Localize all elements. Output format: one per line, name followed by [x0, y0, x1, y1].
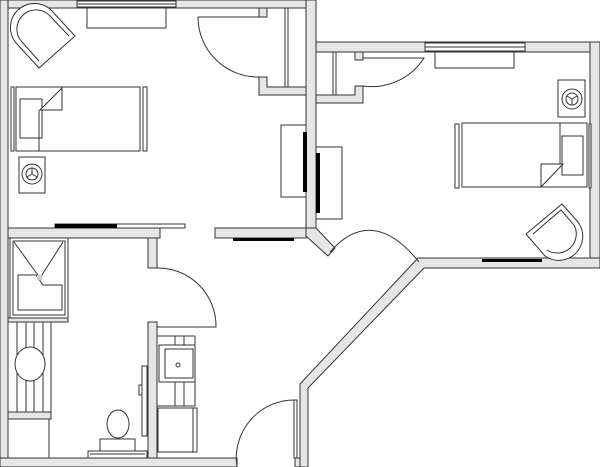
wall-bath-top-right: [214, 227, 307, 239]
window-left: [76, 0, 177, 8]
wardrobe-left: [280, 124, 307, 198]
vanity: [7, 321, 52, 413]
bed-left: [10, 86, 148, 152]
bed-right-fold: [540, 163, 565, 189]
closet-left-door[interactable]: [197, 16, 260, 78]
shower-drain-icon: [37, 275, 42, 280]
desk-right: [434, 51, 515, 69]
wall-center: [305, 0, 317, 231]
vanity-ledge: [7, 411, 52, 420]
bed-left-fold: [38, 86, 63, 111]
closet-left-wall-bottom: [258, 76, 307, 96]
bed-right: [454, 122, 592, 189]
bottom-door[interactable]: [235, 399, 298, 467]
closet-right-door[interactable]: [362, 57, 425, 88]
wall-track-bar: [233, 238, 294, 241]
entry-door[interactable]: [329, 229, 420, 263]
wall-bath-upper: [147, 237, 158, 269]
wardrobe-right: [315, 146, 343, 220]
wall-left: [0, 0, 9, 467]
closet-left-wall-top: [258, 7, 268, 18]
wall-track-bar-right: [482, 259, 542, 262]
armchair-left: [10, 2, 76, 69]
wardrobe-right-door: [316, 153, 320, 213]
wall-diagonal-right: [299, 257, 600, 467]
vanity-basin: [14, 346, 46, 382]
armchair-right: [525, 203, 584, 261]
nightstand-right: [557, 79, 586, 118]
cabinet: [157, 407, 198, 453]
window-right: [424, 42, 526, 52]
closet-right-wall-bottom: [315, 85, 364, 104]
wall-bath-lower: [147, 321, 158, 459]
toilet: [87, 409, 148, 459]
shower: [9, 237, 69, 319]
wall-bath-top-left: [7, 227, 161, 239]
bathroom-door[interactable]: [156, 267, 217, 328]
shower-curb: [7, 317, 69, 323]
closet-left-rod: [284, 7, 289, 88]
closet-right-wall-top: [354, 51, 364, 61]
wall-bottom: [0, 457, 238, 467]
sliding-door-panel: [55, 224, 117, 228]
desk-left: [86, 7, 167, 29]
nightstand-left: [18, 156, 46, 194]
closet-right-rod: [332, 51, 337, 96]
kitchenette-counter: [156, 335, 196, 407]
grab-bar: [138, 365, 148, 437]
sink-drain-icon: [175, 362, 181, 368]
wardrobe-left-door: [303, 132, 307, 192]
